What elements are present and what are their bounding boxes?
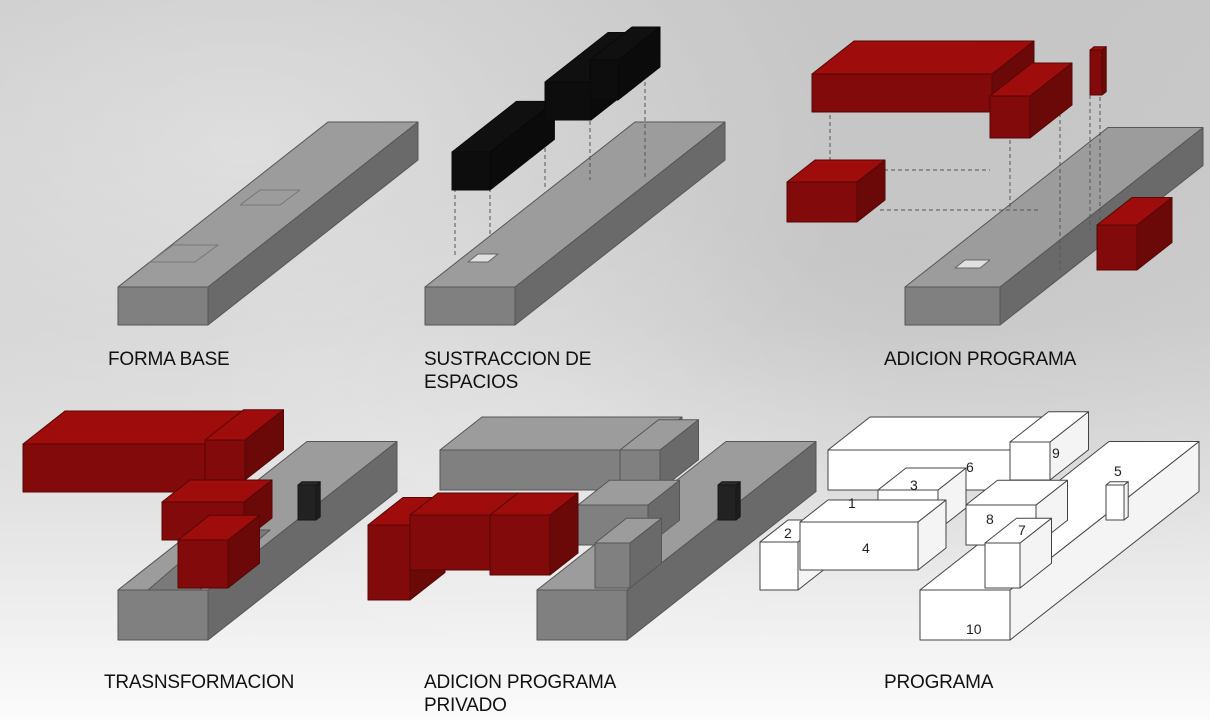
caption-line: PROGRAMA [884, 672, 994, 693]
program-number-2: 2 [784, 525, 792, 541]
program-number-7: 7 [1018, 522, 1026, 538]
red-program-block-top [811, 40, 1035, 75]
red-program-block-top [989, 62, 1073, 97]
caption-programa: PROGRAMA [884, 671, 993, 694]
program-number-6: 6 [966, 459, 974, 475]
program-block-7-top [984, 517, 1052, 544]
red-cylinder-block-top [1089, 46, 1107, 51]
red-cylinder-block-side [1101, 46, 1107, 96]
program-number-1: 1 [848, 495, 856, 511]
red-transformed-block-front [177, 539, 229, 589]
cylinder-block-top [297, 481, 321, 486]
program-block-4-top [799, 499, 947, 523]
program-number-5: 5 [1114, 463, 1122, 479]
red-transformed-block-front [22, 443, 206, 493]
subtracted-slab-top [424, 121, 726, 288]
red-program-block-front [989, 95, 1031, 139]
red-program-block-front [811, 73, 993, 113]
private-slab-front [536, 589, 628, 641]
program-number-4: 4 [862, 540, 870, 556]
program-block-9-top [1009, 411, 1089, 443]
program-slab-front [919, 589, 1011, 641]
red-program-block-front [1096, 224, 1138, 271]
cylinder-block-front [717, 484, 737, 521]
caption-line: ADICION PROGRAMA [424, 672, 617, 693]
red-private-block-front [367, 524, 411, 601]
gray-upper-block-front [594, 542, 631, 589]
caption-line: ESPACIOS [424, 372, 519, 393]
red-program-block-top [786, 159, 886, 183]
red-private-block-top [489, 492, 579, 516]
floating-volumes-layer [22, 26, 1173, 601]
red-transformed-block-front [204, 439, 246, 481]
red-program-block-top [1096, 197, 1173, 226]
caption-line: TRASNSFORMACION [104, 672, 295, 693]
caption-trasnsformacion: TRASNSFORMACION [104, 671, 294, 694]
program-block-9-front [1009, 441, 1051, 481]
caption-line: SUSTRACCION DE [424, 349, 592, 370]
black-void-block-top [589, 26, 661, 61]
caption-line: PRIVADO [424, 695, 507, 716]
caption-line: FORMA BASE [108, 349, 230, 370]
addition-slab-top [904, 127, 1204, 288]
transformed-slab-front [117, 589, 209, 641]
black-void-block-front [544, 81, 592, 121]
program-number-9: 9 [1052, 445, 1060, 461]
program-number-3: 3 [910, 477, 918, 493]
program-block-7-front [984, 542, 1021, 589]
base-courtyard-outline [149, 244, 219, 263]
program-block-8-top [965, 479, 1068, 506]
program-block-5-front [1105, 484, 1125, 521]
red-transformed-block-top [177, 514, 260, 541]
program-block-5-top [1105, 481, 1129, 486]
slot-void [954, 259, 991, 269]
red-transformed-block-top [204, 409, 284, 441]
cylinder-block-front [297, 484, 317, 521]
base-courtyard-outline [239, 189, 301, 206]
gray-upper-block-top [439, 416, 683, 451]
gray-upper-block-top [577, 479, 680, 506]
cylinder-block-side [315, 481, 321, 521]
gray-upper-block-top [619, 419, 699, 451]
base-volumes-layer [117, 121, 1204, 641]
red-program-block-front [786, 181, 858, 223]
gray-upper-block-top [594, 517, 662, 544]
program-block-3-top [877, 467, 967, 491]
slot-void [467, 253, 499, 263]
addition-slab-front [904, 286, 1001, 326]
red-private-block-front [489, 514, 551, 576]
caption-forma-base: FORMA BASE [108, 348, 230, 371]
caption-sustraccion: SUSTRACCION DE ESPACIOS [424, 348, 591, 394]
caption-line: ADICION PROGRAMA [884, 349, 1077, 370]
caption-adicion-privado: ADICION PROGRAMA PRIVADO [424, 671, 616, 717]
subtracted-slab-front [424, 286, 516, 326]
cylinder-block-top [717, 481, 741, 486]
program-block-5-side [1123, 481, 1129, 521]
program-block-4-front [799, 521, 919, 571]
red-cylinder-block-front [1089, 49, 1103, 96]
program-block-2-front [759, 541, 799, 591]
caption-adicion-programa: ADICION PROGRAMA [884, 348, 1076, 371]
cylinder-block-side [735, 481, 741, 521]
black-void-block-front [451, 151, 491, 191]
program-number-10: 10 [966, 621, 982, 637]
program-numbers-layer: 1 2 3 4 5 6 7 8 9 10 [784, 445, 1122, 637]
base-slab-front [117, 286, 209, 326]
black-void-block-front [589, 59, 619, 101]
program-number-8: 8 [986, 511, 994, 527]
red-transformed-block-top [161, 479, 273, 503]
